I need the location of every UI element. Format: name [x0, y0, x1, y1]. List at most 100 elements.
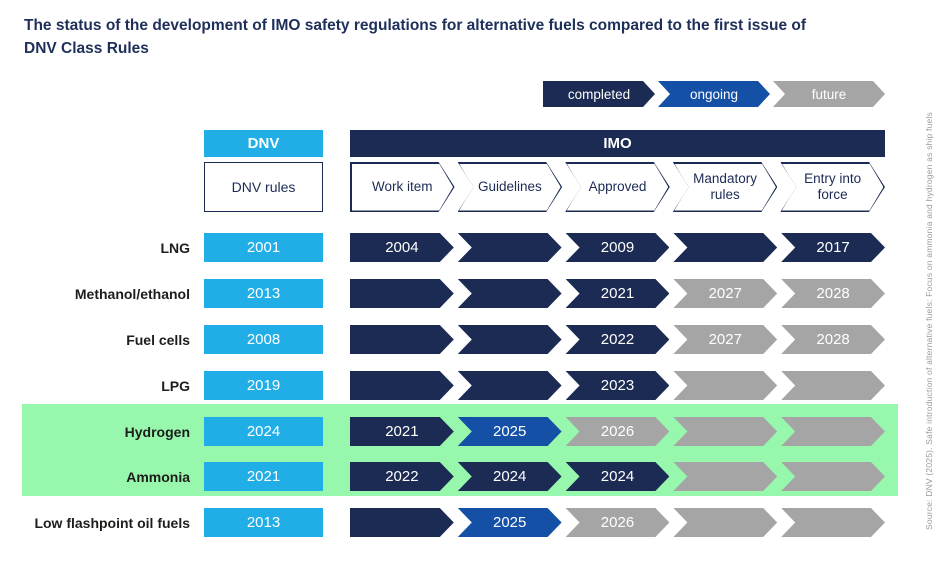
imo-stage-bar: 2021 2027 2028: [350, 279, 885, 308]
fuel-label: Hydrogen: [124, 423, 190, 440]
imo-column-header: IMO: [350, 130, 885, 157]
stage-header-fill: [782, 164, 884, 211]
stage-segment: 2004: [350, 233, 454, 262]
stage-year: 2028: [816, 285, 850, 302]
stage-segment: 2022: [350, 462, 454, 491]
fuel-row-methanol-ethanol: Methanol/ethanol 2013 2021 2027 2028: [0, 279, 942, 308]
stage-segment: 2021: [350, 417, 454, 446]
dnv-year-cell: 2021: [204, 462, 323, 491]
stage-segment: 2022: [566, 325, 670, 354]
stage-segment: 2024: [458, 462, 562, 491]
imo-stage-bar: 2023: [350, 371, 885, 400]
stage-segment: [673, 462, 777, 491]
dnv-year-cell: 2008: [204, 325, 323, 354]
stage-segment: 2026: [566, 417, 670, 446]
stage-header-label: Mandatory rules: [693, 171, 757, 202]
stage-segment: [781, 462, 885, 491]
dnv-year-cell: 2001: [204, 233, 323, 262]
stage-year: 2021: [600, 285, 635, 302]
dnv-rules-header: DNV rules: [204, 162, 323, 212]
stage-segment: [781, 417, 885, 446]
stage-header-fill: [459, 164, 561, 211]
stage-segment: [350, 279, 454, 308]
stage-segment: [781, 508, 885, 537]
stage-segment: [458, 279, 562, 308]
stage-segment: [458, 371, 562, 400]
dnv-year-cell: 2019: [204, 371, 323, 400]
fuel-label: Methanol/ethanol: [74, 285, 190, 302]
legend-item-completed: completed: [543, 81, 655, 107]
stage-header-approved: Approved: [565, 162, 670, 212]
stage-segment: [673, 371, 777, 400]
stage-year: 2024: [493, 468, 527, 485]
stage-header-guidelines: Guidelines: [458, 162, 563, 212]
stage-segment: [350, 508, 454, 537]
stage-year: 2026: [600, 514, 635, 531]
legend-item-ongoing: ongoing: [658, 81, 770, 107]
dnv-year-cell: 2013: [204, 279, 323, 308]
dnv-year-cell: 2013: [204, 508, 323, 537]
stage-segment: 2027: [673, 325, 777, 354]
stage-segment: [673, 417, 777, 446]
stage-year: 2025: [493, 423, 527, 440]
source-citation: Source: DNV (2025). Safe introduction of…: [924, 112, 934, 530]
imo-stage-bar: 2022 2024 2024: [350, 462, 885, 491]
stage-segment: 2026: [566, 508, 670, 537]
legend-label: completed: [567, 86, 631, 102]
legend-label: ongoing: [689, 86, 739, 102]
fuel-label: LNG: [160, 239, 190, 256]
stage-year: 2017: [816, 239, 850, 256]
stage-header-label: Approved: [588, 179, 647, 195]
stage-year: 2027: [708, 285, 742, 302]
legend-item-future: future: [773, 81, 885, 107]
dnv-column-header: DNV: [204, 130, 323, 157]
legend-label: future: [811, 86, 847, 102]
fuel-label: Fuel cells: [126, 331, 190, 348]
stage-segment: [673, 508, 777, 537]
fuel-row-lng: LNG 2001 2004 2009 2017: [0, 233, 942, 262]
chart-title: The status of the development of IMO saf…: [24, 17, 807, 58]
status-legend: completed ongoing future: [543, 81, 885, 107]
stage-segment: [458, 233, 562, 262]
fuel-label: Low flashpoint oil fuels: [34, 514, 190, 531]
imo-stage-bar: 2004 2009 2017: [350, 233, 885, 262]
fuel-label: LPG: [161, 377, 190, 394]
stage-year: 2024: [600, 468, 635, 485]
stage-year: 2025: [493, 514, 527, 531]
stage-segment: [673, 233, 777, 262]
stage-year: 2009: [600, 239, 635, 256]
stage-year: 2023: [600, 377, 635, 394]
imo-stage-headers: Work item Guidelines Approved Mandatory …: [350, 162, 885, 212]
stage-header-label: Entry into force: [804, 171, 862, 202]
stage-segment: [781, 371, 885, 400]
stage-header-fill: [352, 164, 454, 211]
fuel-row-low-flashpoint-oil-fuels: Low flashpoint oil fuels 2013 2025 2026: [0, 508, 942, 537]
stage-segment: 2027: [673, 279, 777, 308]
imo-stage-bar: 2021 2025 2026: [350, 417, 885, 446]
stage-header-label: Guidelines: [477, 179, 542, 195]
stage-segment: 2028: [781, 279, 885, 308]
stage-segment: [458, 325, 562, 354]
stage-segment: 2009: [566, 233, 670, 262]
stage-segment: 2021: [566, 279, 670, 308]
stage-header-fill: [674, 164, 776, 211]
stage-segment: 2023: [566, 371, 670, 400]
fuel-row-hydrogen: Hydrogen 2024 2021 2025 2026: [0, 417, 942, 446]
stage-segment: 2028: [781, 325, 885, 354]
fuel-label: Ammonia: [126, 468, 190, 485]
fuel-row-lpg: LPG 2019 2023: [0, 371, 942, 400]
stage-year: 2027: [708, 331, 742, 348]
stage-year: 2028: [816, 331, 850, 348]
stage-segment: 2025: [458, 417, 562, 446]
stage-segment: [350, 325, 454, 354]
fuel-row-ammonia: Ammonia 2021 2022 2024 2024: [0, 462, 942, 491]
stage-segment: [350, 371, 454, 400]
stage-header-label: Work item: [372, 179, 433, 195]
dnv-year-cell: 2024: [204, 417, 323, 446]
stage-segment: 2025: [458, 508, 562, 537]
stage-header-mandatory-rules: Mandatory rules: [673, 162, 778, 212]
stage-segment: 2017: [781, 233, 885, 262]
stage-year: 2022: [600, 331, 635, 348]
stage-header-fill: [567, 164, 669, 211]
